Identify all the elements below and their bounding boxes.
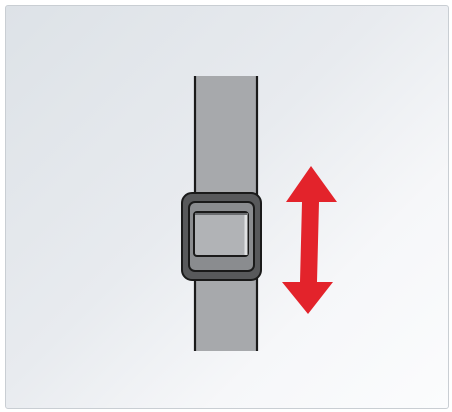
strap-adjustment-illustration bbox=[6, 6, 449, 409]
strap-buckle-icon bbox=[182, 193, 261, 280]
double-arrow bbox=[282, 166, 337, 314]
buckle-slot bbox=[194, 212, 248, 256]
illustration-frame bbox=[5, 5, 449, 409]
adjust-up-down-arrow-icon bbox=[282, 166, 337, 314]
